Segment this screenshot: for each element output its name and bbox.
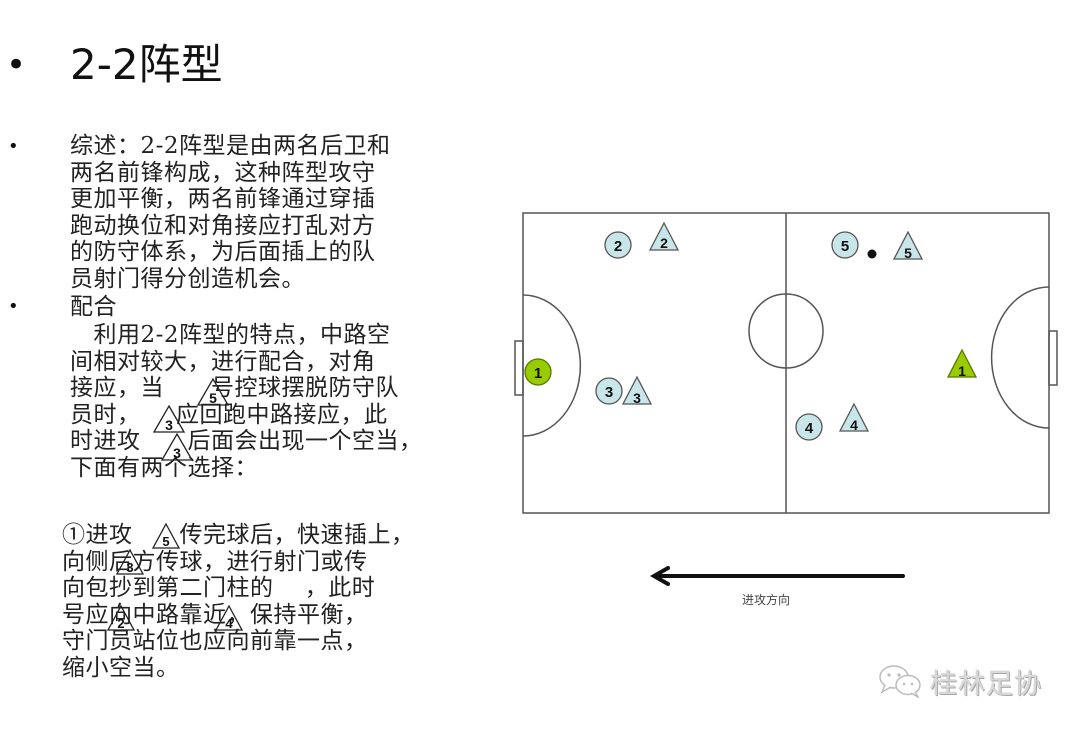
marker-label: 2 — [117, 616, 124, 631]
inline-attacker-marker-3: 3 — [115, 548, 145, 575]
coordination-line: 间相对较大，进行配合，对角 — [70, 348, 376, 375]
marker-label: 4 — [225, 616, 233, 631]
coordination-paragraph: 利用2-2阵型的特点，中路空 间相对较大，进行配合，对角 接应，当 号控球摆脱防… — [70, 322, 450, 481]
marker-label: 3 — [173, 445, 181, 461]
svg-text:3: 3 — [605, 384, 613, 401]
summary-paragraph: 综述：2-2阵型是由两名后卫和 两名前锋构成，这种阵型攻守 更加平衡，两名前锋通… — [70, 133, 450, 292]
inline-attacker-marker-2: 2 — [106, 604, 136, 631]
svg-text:1: 1 — [958, 363, 966, 379]
right-penalty-arc — [990, 286, 1050, 429]
defender-3: 3 — [595, 377, 623, 405]
svg-text:5: 5 — [904, 245, 912, 261]
coordination-line: 下面有两个选择： — [70, 454, 258, 481]
defender-4: 4 — [795, 413, 823, 441]
coordination-line: 时进攻 后面会出现一个空当， — [70, 428, 423, 454]
option1-line: 缩小空当。 — [62, 654, 180, 681]
wechat-icon — [879, 665, 921, 698]
inline-attacker-marker-3b: 3 — [160, 432, 194, 461]
watermark: 桂林足协 — [878, 664, 1042, 700]
attacker-2: 2 — [648, 221, 680, 251]
summary-line: 更加平衡，两名前锋通过穿插 — [70, 186, 376, 212]
svg-text:4: 4 — [805, 420, 814, 437]
option1-line: 守门员站位也应向前靠一点， — [62, 628, 368, 654]
option1-line: ①进攻 传完球后，快速插上， — [62, 522, 415, 548]
defender-2: 2 — [604, 231, 632, 259]
watermark-text: 桂林足协 — [930, 668, 1042, 700]
svg-text:2: 2 — [614, 238, 622, 255]
svg-text:4: 4 — [850, 417, 858, 433]
option1-line: 向包抄到第二门柱的 ，此时 — [62, 575, 376, 601]
summary-line: 的防守体系，为后面插上的队 — [70, 239, 376, 265]
ball — [867, 249, 877, 259]
left-goal — [514, 340, 524, 396]
inline-attacker-marker-4: 4 — [214, 604, 244, 631]
attack-direction-caption: 进攻方向 — [742, 593, 791, 607]
summary-line: 两名前锋构成，这种阵型攻守 — [70, 159, 376, 186]
summary-line: 跑动换位和对角接应打乱对方 — [70, 212, 376, 239]
summary-line: 综述：2-2阵型是由两名后卫和 — [70, 133, 391, 159]
option1-line: 向侧后方传球，进行射门或传 — [62, 548, 368, 575]
center-circle — [748, 293, 824, 369]
slide-title: 2-2阵型 — [70, 40, 223, 89]
inline-attacker-marker-5: 5 — [196, 377, 230, 406]
marker-label: 3 — [165, 417, 173, 433]
defender-goalkeeper-1: 1 — [524, 358, 552, 386]
svg-text:2: 2 — [660, 235, 668, 251]
inline-attacker-marker-5: 5 — [151, 522, 181, 549]
marker-label: 3 — [126, 560, 133, 575]
marker-label: 5 — [209, 390, 217, 406]
coordination-line: 接应，当 号控球摆脱防守队 — [70, 375, 399, 401]
attacker-3: 3 — [621, 375, 653, 406]
attack-direction-arrow — [649, 566, 905, 586]
attacker-goalkeeper-1: 1 — [946, 348, 978, 379]
right-goal — [1048, 330, 1058, 386]
coordination-line: 利用2-2阵型的特点，中路空 — [70, 322, 391, 348]
left-penalty-arc — [522, 294, 582, 437]
coordination-line: 员时， 应回跑中路接应，此 — [70, 401, 388, 428]
defender-5: 5 — [831, 231, 859, 259]
svg-text:5: 5 — [841, 238, 849, 255]
summary-bullet: • — [8, 136, 19, 157]
svg-text:3: 3 — [633, 390, 641, 406]
inline-attacker-marker-3: 3 — [152, 404, 186, 433]
option1-paragraph: ①进攻 传完球后，快速插上， 向侧后方传球，进行射门或传 向包抄到第二门柱的 ，… — [62, 522, 452, 681]
attacker-5: 5 — [892, 230, 924, 261]
summary-line: 员射门得分创造机会。 — [70, 265, 305, 292]
coordination-heading: 配合 — [70, 294, 117, 320]
coordination-bullet: • — [8, 296, 19, 317]
marker-label: 5 — [162, 534, 169, 549]
attacker-4: 4 — [838, 402, 870, 433]
option1-line: 号应向中路靠近，保持平衡， — [62, 601, 368, 628]
title-bullet: • — [6, 45, 27, 85]
svg-text:1: 1 — [534, 365, 542, 382]
